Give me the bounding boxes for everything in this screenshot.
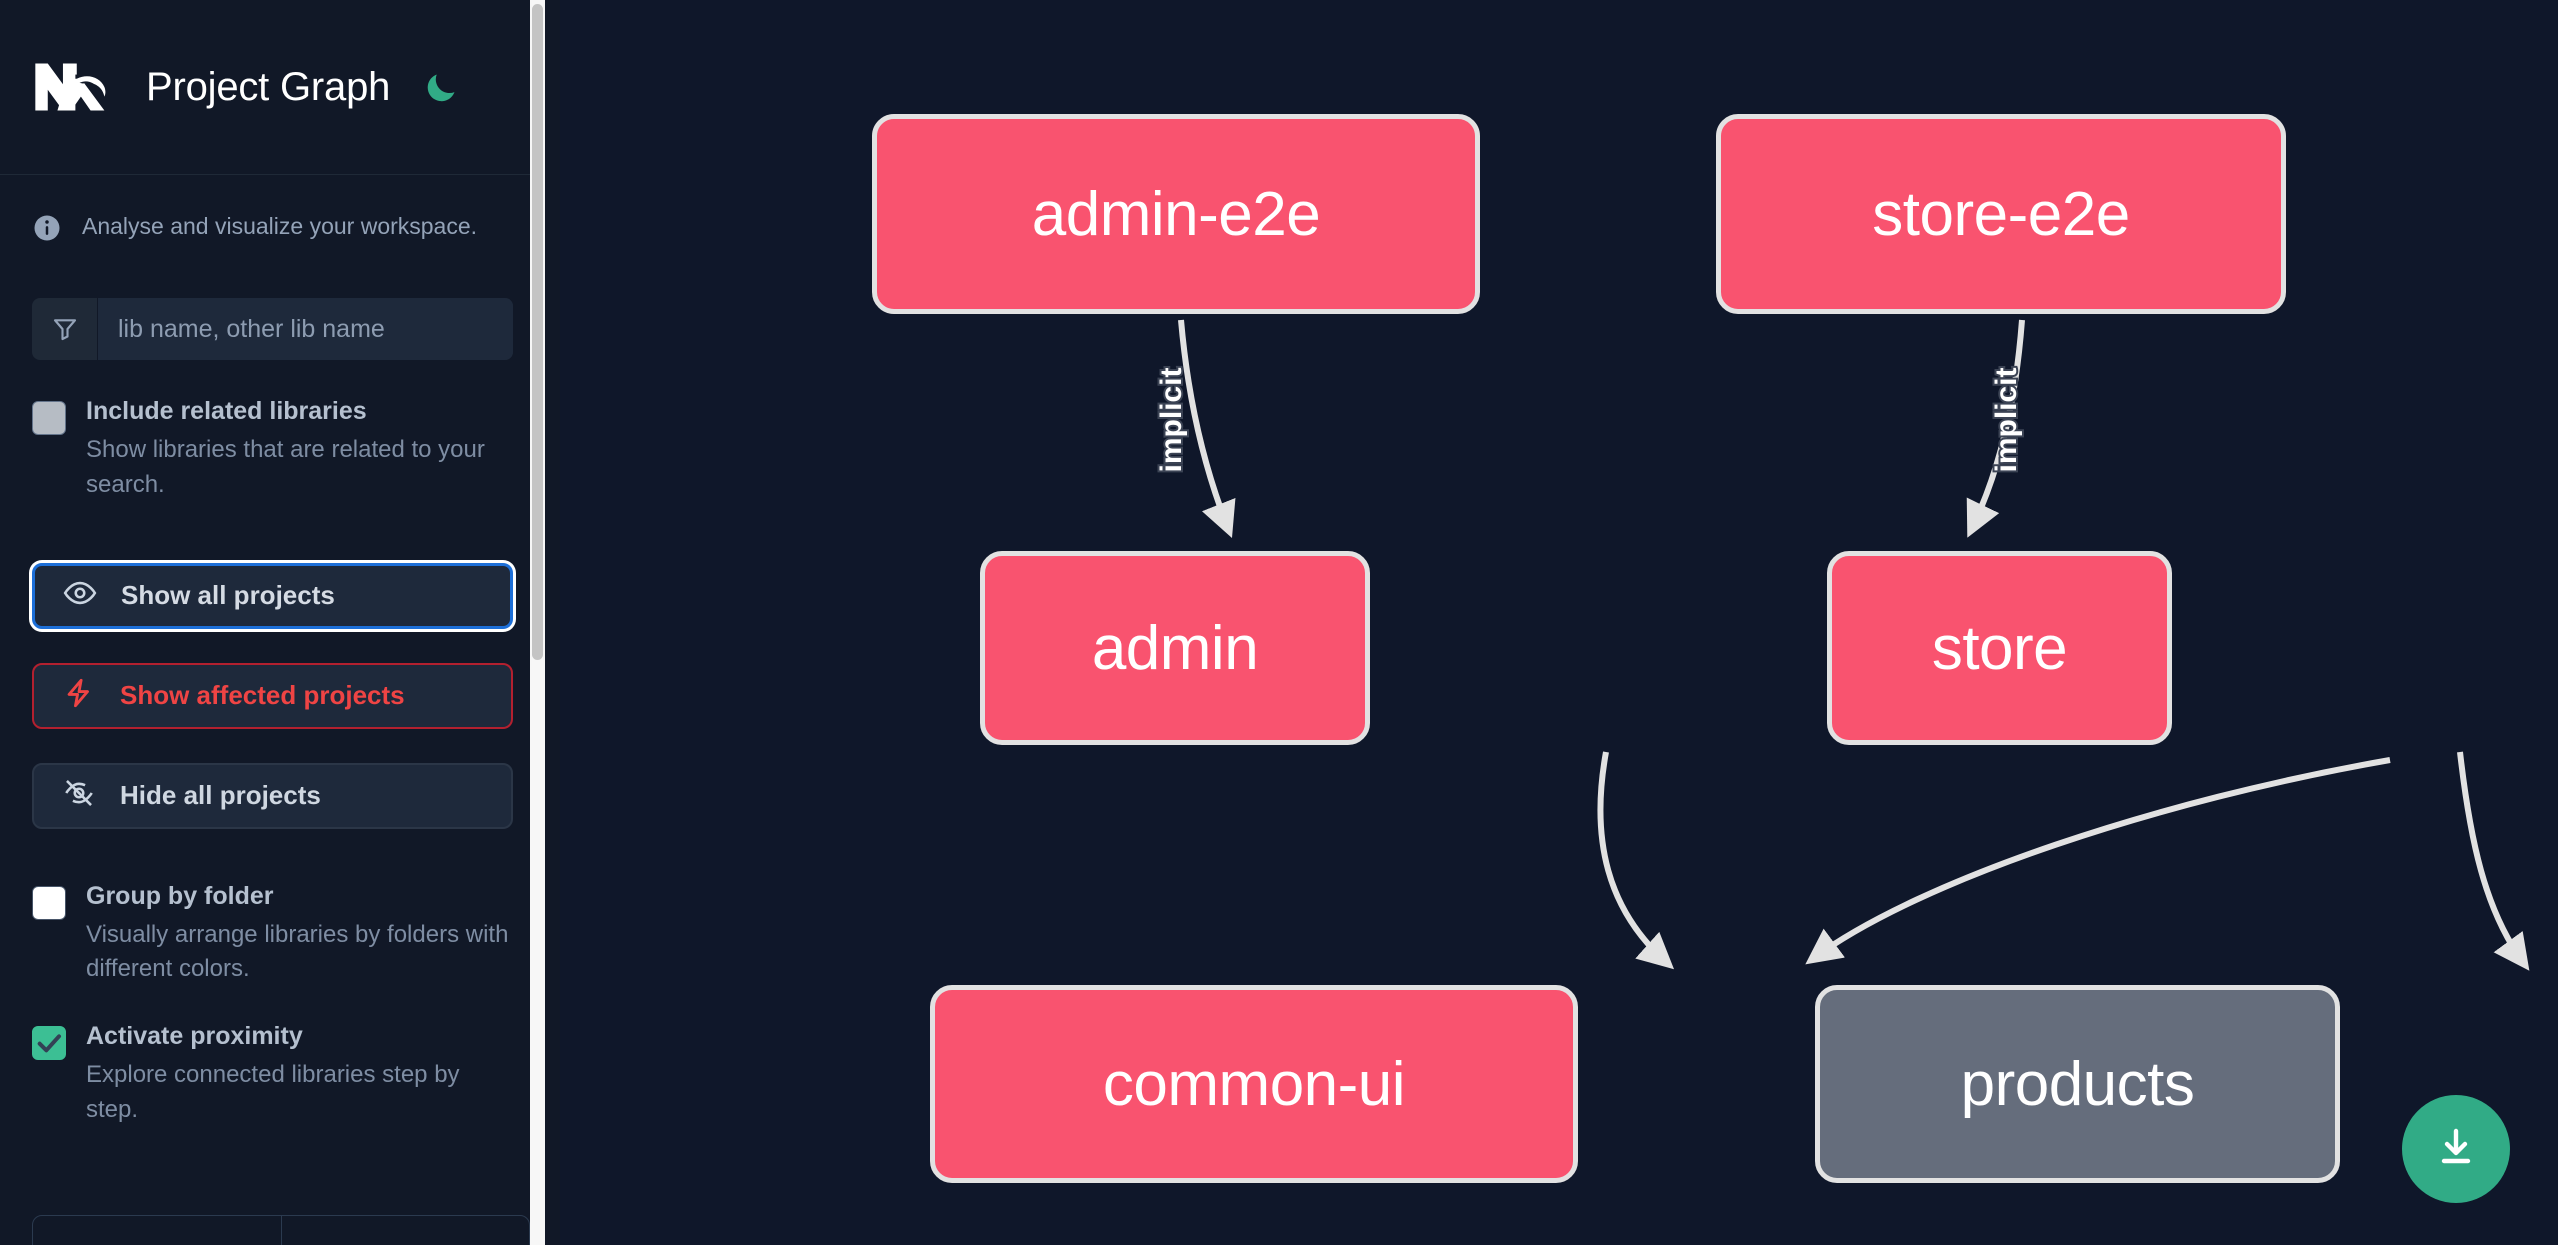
graph-node-store-e2e[interactable]: store-e2e bbox=[1716, 114, 2286, 314]
download-icon bbox=[2432, 1123, 2480, 1176]
sidebar-scrollbar-thumb[interactable] bbox=[532, 4, 543, 660]
graph-node-admin[interactable]: admin bbox=[980, 551, 1370, 745]
option-group-by-folder[interactable]: Group by folder Visually arrange librari… bbox=[0, 881, 545, 988]
edge-store-to-common-ui bbox=[1805, 757, 2391, 965]
show-affected-projects-label: Show affected projects bbox=[120, 680, 405, 711]
option-description: Explore connected libraries step by step… bbox=[86, 1061, 460, 1123]
info-circle-icon bbox=[32, 213, 62, 243]
edge-store-e2e-to-store bbox=[1966, 319, 2025, 538]
sidebar-header: Project Graph bbox=[0, 0, 545, 175]
edge-admin-e2e-to-admin bbox=[1178, 319, 1236, 539]
moon-icon[interactable] bbox=[418, 64, 464, 110]
edge-label-implicit-store: implicit bbox=[1990, 367, 2023, 472]
filter-funnel-icon bbox=[32, 298, 98, 360]
sidebar-note: Analyse and visualize your workspace. bbox=[0, 175, 545, 243]
download-image-button[interactable] bbox=[2402, 1095, 2510, 1203]
option-label: Activate proximity bbox=[86, 1022, 303, 1051]
sidebar-note-text: Analyse and visualize your workspace. bbox=[82, 213, 478, 239]
sidebar: Project Graph Analyse and visualize your… bbox=[0, 0, 560, 1245]
graph-node-common-ui[interactable]: common-ui bbox=[930, 985, 1578, 1183]
hide-all-projects-button[interactable]: Hide all projects bbox=[32, 762, 513, 829]
nx-logo-icon bbox=[32, 58, 116, 116]
eye-icon bbox=[63, 576, 97, 615]
show-all-projects-button[interactable]: Show all projects bbox=[32, 562, 513, 629]
graph-node-admin-e2e[interactable]: admin-e2e bbox=[872, 114, 1480, 314]
partial-panel-below-fold bbox=[32, 1215, 530, 1245]
checkbox-activate-proximity[interactable] bbox=[32, 1026, 66, 1061]
option-description: Visually arrange libraries by folders wi… bbox=[86, 920, 509, 983]
option-activate-proximity[interactable]: Activate proximity Explore connected lib… bbox=[0, 1021, 545, 1128]
page-title: Project Graph bbox=[146, 64, 391, 109]
search-row bbox=[32, 298, 513, 360]
option-description: Show libraries that are related to your … bbox=[86, 436, 485, 498]
graph-canvas[interactable]: implicit implicit admin-e2e store-e2e ad… bbox=[560, 0, 2558, 1245]
option-label: Include related libraries bbox=[86, 397, 367, 425]
checkbox-group-by-folder[interactable] bbox=[32, 885, 66, 920]
eye-off-icon bbox=[62, 776, 96, 815]
checkbox-include-related-libraries[interactable] bbox=[32, 401, 66, 435]
show-all-projects-label: Show all projects bbox=[121, 580, 335, 611]
edge-admin-to-common-ui bbox=[1597, 751, 1675, 970]
option-include-related-libraries[interactable]: Include related libraries Show libraries… bbox=[0, 396, 545, 503]
search-input[interactable] bbox=[98, 298, 513, 360]
graph-node-products[interactable]: products bbox=[1815, 985, 2340, 1183]
graph-node-store[interactable]: store bbox=[1827, 551, 2172, 745]
lightning-bolt-icon bbox=[62, 676, 96, 715]
edge-store-to-products bbox=[2457, 751, 2530, 971]
show-affected-projects-button[interactable]: Show affected projects bbox=[32, 662, 513, 729]
sidebar-scrollbar[interactable] bbox=[530, 0, 545, 1245]
edge-label-implicit-admin: implicit bbox=[1155, 367, 1188, 472]
option-label: Group by folder bbox=[86, 881, 274, 910]
graph-edges: implicit implicit bbox=[1153, 319, 2530, 971]
hide-all-projects-label: Hide all projects bbox=[120, 780, 321, 811]
